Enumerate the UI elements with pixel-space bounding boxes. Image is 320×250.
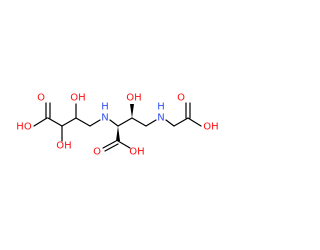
molecule-structure-canvas: HO O OH OH H N OH H N O OH O OH [16,92,219,158]
atom-labels: HO O OH OH H N OH H N O OH O OH [16,93,218,158]
atom-label-o-top-right: O [177,93,185,104]
atom-label-oh-center-bottom: OH [129,147,144,158]
bond-c6-o-double-b [104,143,119,152]
bond-c6-oh [117,140,131,149]
bond-c5-c6-wedge [116,126,120,141]
atom-label-oh-upper-left: OH [70,93,85,104]
atom-label-nh-left: H [101,102,109,113]
atom-label-oh-left: HO [16,122,32,133]
bond-c5-c7 [117,117,133,127]
bond-c1-oh [33,117,48,127]
atom-label-oh-right: OH [203,122,218,133]
structure-diagram: HO O OH OH H N OH H N O OH O OH [16,93,218,158]
atom-label-o-center-bottom: O [93,147,101,158]
bond-n2-c9 [165,119,175,127]
bond-c3-c4 [75,117,91,127]
bonds [33,102,202,152]
bond-c9-c10 [173,117,189,127]
bond-c1-c2 [47,117,63,127]
atom-label-oh-center-top: OH [126,93,141,104]
atom-label-o-top-left: O [37,93,45,104]
bond-c7-oh-wedge [130,104,134,118]
bond-c6-o-double-a [102,140,117,149]
atom-label-n-left: N [101,113,108,124]
atom-label-n-right: N [157,113,164,124]
bond-c8-n2 [145,119,157,127]
bond-c10-oh [187,117,202,127]
bond-n1-c5 [109,119,119,127]
atom-label-nh-right: H [157,102,165,113]
bond-c7-c8 [131,117,147,127]
bond-c4-n1 [89,119,101,127]
bond-c2-c3 [61,117,77,127]
atom-label-oh-lower-left: OH [56,141,71,152]
